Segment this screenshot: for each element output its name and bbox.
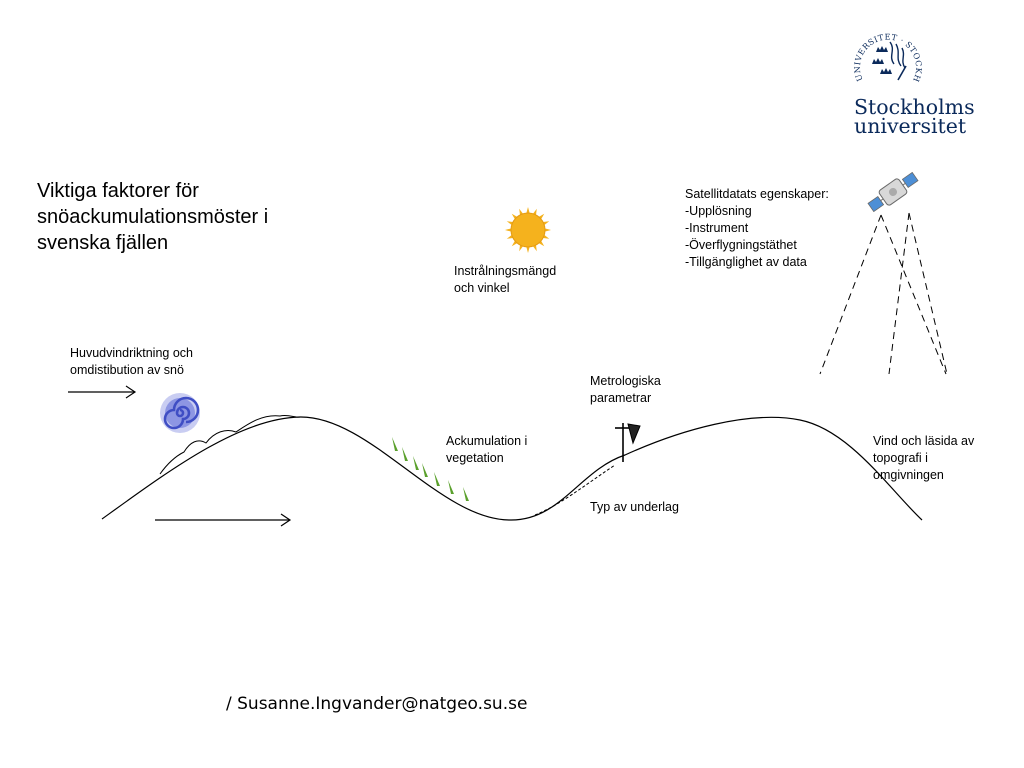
university-seal-logo: UNIVERSITET · STOCKHOLMS — [0, 0, 923, 97]
wind-arrow-upper — [68, 385, 137, 399]
tree-icon — [463, 487, 469, 501]
tree-icon — [392, 437, 398, 451]
sun-ray — [505, 228, 513, 232]
logo-line-1: Stockholms — [854, 95, 975, 119]
label-radiation: Instrålningsmängd och vinkel — [454, 264, 557, 295]
snow-swirl-icon — [160, 393, 200, 433]
svg-text:UNIVERSITET · STOCKHOLMS: UNIVERSITET · STOCKHOLMS — [0, 0, 923, 83]
sun-icon — [505, 207, 551, 253]
logo-line-2: universitet — [854, 114, 967, 138]
satellite-icon — [867, 171, 919, 213]
label-lee-side: Vind och läsida av topografi i omgivning… — [873, 434, 975, 482]
slide-title: Viktiga faktorer för snöackumulationsmös… — [37, 180, 269, 254]
tree-icons — [392, 437, 469, 501]
tree-icon — [422, 463, 428, 477]
wind-arrow-lower — [155, 513, 292, 527]
university-logo: Stockholms universitet — [854, 95, 975, 138]
author-email: / Susanne.Ingvander@natgeo.su.se — [226, 694, 528, 714]
label-meteo: Metrologiska parametrar — [590, 374, 661, 405]
satellite-beams — [819, 212, 948, 375]
weather-mast-icon — [615, 423, 641, 462]
label-wind: Huvudvindriktning och omdistibution av s… — [70, 346, 193, 377]
label-vegetation: Ackumulation i vegetation — [446, 434, 528, 465]
sun-ray — [526, 207, 530, 215]
tree-icon — [402, 447, 408, 461]
sun-ray — [543, 228, 551, 232]
snow-drift — [159, 414, 301, 475]
tree-icon — [413, 456, 419, 470]
tree-icon — [448, 480, 454, 494]
sun-ray — [526, 245, 530, 253]
label-surface: Typ av underlag — [590, 500, 679, 514]
tree-icon — [434, 472, 440, 486]
label-satellite: Satellitdatats egenskaper: -Upplösning -… — [685, 187, 829, 269]
